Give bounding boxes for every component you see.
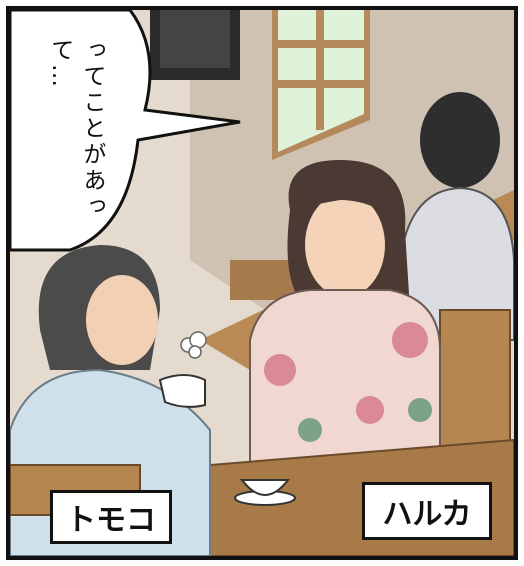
label-haruka: ハルカ [362, 482, 492, 540]
right-chair [439, 309, 511, 461]
speech-bubble-text: ってことがあって… [46, 38, 105, 220]
background-man-figure [399, 92, 514, 341]
haruka-figure [249, 160, 441, 481]
cafe-scene-illustration [10, 10, 514, 556]
window [272, 10, 370, 160]
tea-cup-on-table [234, 479, 296, 506]
comic-panel: ってことがあって… トモコ ハルカ [6, 6, 518, 560]
tea-cup-in-hand [158, 374, 206, 408]
speech-bubble-shape [10, 10, 241, 252]
label-tomoko: トモコ [50, 490, 172, 544]
steam [180, 331, 207, 359]
